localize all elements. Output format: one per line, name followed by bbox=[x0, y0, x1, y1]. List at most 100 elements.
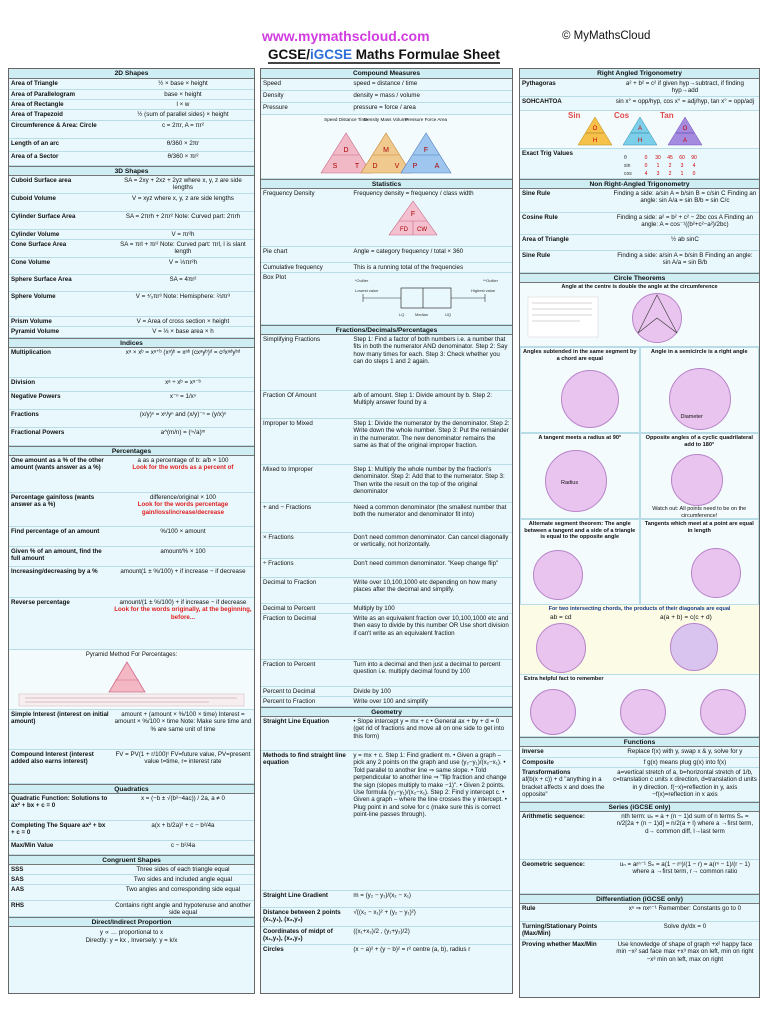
sohcahtoa-panel: O H A H O A Sin Cos Tan bbox=[520, 111, 759, 149]
svg-text:H: H bbox=[638, 138, 642, 144]
circle-centre-panel: Angle at the centre is double the angle … bbox=[520, 283, 759, 347]
formula-name: Cuboid Volume bbox=[11, 195, 56, 202]
proportion-text: y ∝ … proportional to x Directly: y = kx… bbox=[9, 927, 254, 945]
fd-triangle-diagram: F FD CW bbox=[388, 200, 438, 236]
theorem-disc bbox=[545, 450, 607, 512]
radius-label: Radius bbox=[561, 480, 579, 486]
formula-row: Cuboid Volume V = xyz where x, y, z are s… bbox=[9, 194, 254, 212]
percent-pyramid-diagram bbox=[18, 661, 245, 707]
theorem-caption: Angles subtended in the same segment by … bbox=[523, 349, 637, 362]
formula-name: RHS bbox=[11, 902, 25, 909]
svg-text:A: A bbox=[683, 138, 687, 144]
formula-text: m = (y₂ − y₁)/(x₂ − x₁) bbox=[353, 892, 411, 899]
theorem-semicircle: Angle in a semicircle is a right angle D… bbox=[639, 347, 759, 433]
formula-name: Percentage gain/loss (wants answer as a … bbox=[11, 494, 95, 509]
formula-text: uₙ = arⁿ⁻¹ Sₙ = a(1 − rⁿ)/(1 − r) = a(rⁿ… bbox=[619, 861, 750, 876]
formula-name: Area of Rectangle bbox=[11, 101, 64, 108]
formula-text: c = 2πr, A = πr² bbox=[161, 122, 204, 129]
formula-name: Cumulative frequency bbox=[263, 264, 323, 271]
formula-text: Don't need common denominator. Can cance… bbox=[353, 534, 509, 549]
formula-text: ½ ab sinC bbox=[670, 236, 699, 243]
theorem-caption: Opposite angles of a cyclic quadrilatera… bbox=[645, 435, 753, 448]
svg-text:1: 1 bbox=[657, 163, 660, 169]
formula-row: Fractions(x/y)ⁿ = xⁿ/yⁿ and (x/y)⁻ⁿ = (y… bbox=[9, 410, 254, 428]
formula-text: speed = distance / time bbox=[353, 80, 418, 87]
formula-row: Percentage gain/loss (wants answer as a … bbox=[9, 493, 254, 527]
formula-name: Prism Volume bbox=[11, 318, 52, 325]
theorem-caption: Alternate segment theorem: The angle bet… bbox=[524, 521, 636, 540]
formula-text: x = (−b ± √(b²−4ac)) / 2a, a ≠ 0 bbox=[140, 795, 225, 802]
site-url[interactable]: www.mymathscloud.com bbox=[262, 28, 430, 44]
formula-name: × Fractions bbox=[263, 534, 294, 541]
section-2d-shapes: 2D Shapes bbox=[9, 69, 254, 79]
formula-text: a/b of amount. Step 1: Divide amount by … bbox=[353, 392, 492, 407]
formula-text: a(x + b/2a)² + c − b²/4a bbox=[151, 822, 215, 829]
formula-text: xᵃ × xᵇ = xᵃ⁺ᵇ (xᵃ)ᵇ = xᵃᵇ (cxᵃyᵇ)ᵈ = cᵈ… bbox=[125, 349, 241, 356]
svg-text:H: H bbox=[593, 138, 597, 144]
transform-note: af(b(x + c)) + d "anything in a bracket … bbox=[522, 776, 605, 799]
svg-text:4: 4 bbox=[645, 171, 648, 177]
formula-name: Rule bbox=[522, 905, 536, 912]
proportion-line-1: y ∝ … proportional to x bbox=[99, 929, 164, 936]
formula-main: Frequency density = frequency / class wi… bbox=[353, 190, 474, 197]
formula-text: Solve dy/dx = 0 bbox=[663, 923, 707, 930]
svg-text:UQ: UQ bbox=[445, 312, 451, 317]
svg-text:0: 0 bbox=[693, 171, 696, 177]
formula-text: xⁿ ⇒ nxⁿ⁻¹ Remember: Constants go to 0 bbox=[628, 905, 742, 912]
formula-text: • Slope intercept y = mx + c • General a… bbox=[353, 718, 505, 740]
theorem-disc bbox=[561, 370, 619, 428]
formula-text: Finding a side: a² = b² + c² − 2bc cos A… bbox=[616, 214, 754, 229]
formula-name: Sine Rule bbox=[522, 252, 551, 259]
formula-row: Straight Line Equation• Slope intercept … bbox=[261, 717, 512, 751]
formula-text: ((x₁+x₂)/2 , (y₁+y₂)/2) bbox=[353, 928, 410, 935]
formula-text: V = xyz where x, y, z are side lengths bbox=[132, 195, 234, 202]
theorem-cyclic-quad: Opposite angles of a cyclic quadrilatera… bbox=[639, 433, 759, 519]
formula-text: y = mx + c. Step 1: Find gradient m. • G… bbox=[353, 752, 507, 819]
formula-text: Use knowledge of shape of graph +x² happ… bbox=[616, 941, 754, 963]
formula-name: Area of Trapezoid bbox=[11, 111, 63, 118]
formula-note: Look for the words originally, at the be… bbox=[114, 606, 252, 621]
section-geometry: Geometry bbox=[261, 707, 512, 717]
formula-main: difference/original × 100 bbox=[149, 494, 216, 501]
formula-name: Find percentage of an amount bbox=[11, 528, 100, 535]
formula-text: pressure = force / area bbox=[353, 104, 416, 111]
extra-fact-caption: Extra helpful fact to remember bbox=[524, 676, 604, 682]
circle-theorem-grid: Angles subtended in the same segment by … bbox=[520, 347, 759, 605]
theorem-disc bbox=[690, 548, 741, 598]
chords-disc-1 bbox=[536, 623, 586, 673]
formula-name: Turning/Stationary Points (Max/Min) bbox=[522, 923, 598, 938]
formula-name: Cuboid Surface area bbox=[11, 177, 72, 184]
formula-name: Increasing/decreasing by a % bbox=[11, 568, 98, 575]
formula-name: AAS bbox=[11, 886, 25, 893]
formula-text: Need a common denominator (the smallest … bbox=[353, 504, 507, 519]
formula-name: Area of a Sector bbox=[11, 153, 59, 160]
formula-text: xᵃ ÷ xᵇ = xᵃ⁻ᵇ bbox=[165, 379, 201, 386]
svg-text:S: S bbox=[333, 163, 338, 170]
formula-text: SA = πrl + πr² Note: Curved part: πrl, l… bbox=[120, 241, 246, 256]
formula-text: This is a running total of the frequenci… bbox=[353, 264, 464, 271]
formula-name: Decimal to Percent bbox=[263, 605, 316, 612]
chords-formula-2: a(a + b) = c(c + d) bbox=[660, 614, 712, 621]
transform-title: Transformations bbox=[522, 769, 571, 776]
formula-name: Proving whether Max/Min bbox=[522, 941, 597, 948]
formula-text: Finding a side: a/sin A = b/sin B Findin… bbox=[617, 252, 753, 267]
formula-text: nth term: uₙ = a + (n − 1)d sum of n ter… bbox=[616, 813, 754, 835]
section-percentages: Percentages bbox=[9, 446, 254, 456]
svg-text:O: O bbox=[593, 126, 598, 132]
triangle-label-density: Density Mass Volume bbox=[363, 117, 409, 122]
